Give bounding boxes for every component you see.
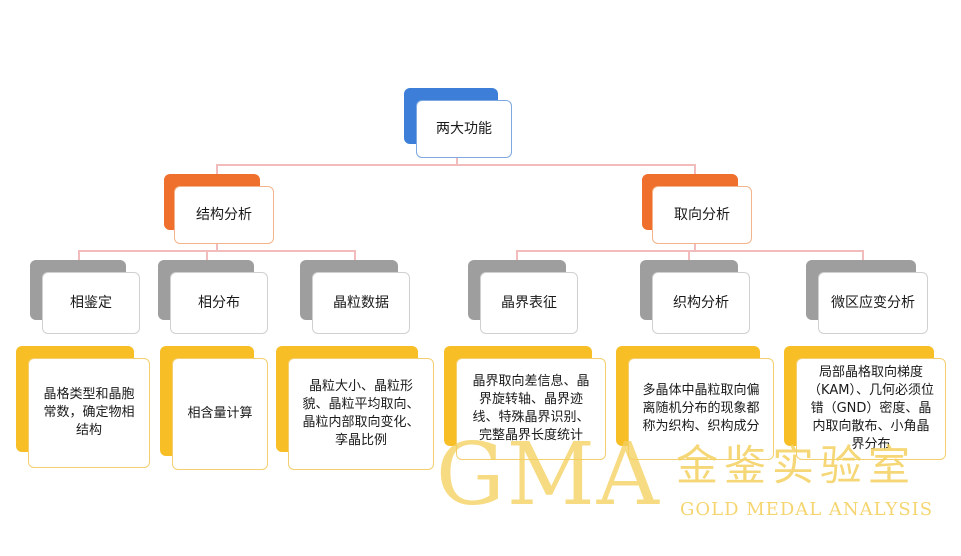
branch-node-structure-label: 结构分析	[196, 206, 252, 223]
desc-grain-data-text: 晶粒大小、晶粒形貌、晶粒平均取向、晶粒内部取向变化、孪晶比例	[302, 379, 420, 448]
connector-root-bar	[216, 164, 696, 166]
desc-box-texture-analysis-card: 多晶体中晶粒取向偏离随机分布的现象都称为织构、织构成分	[628, 358, 774, 460]
leaf-node-micro-strain-label: 微区应变分析	[831, 294, 915, 311]
connector-branch2-down	[694, 244, 696, 252]
leaf-node-phase-distribution-label: 相分布	[198, 294, 240, 311]
connector-branch2-up	[694, 164, 696, 176]
connector-leaf3-up	[354, 250, 356, 262]
connector-branch2-bar	[516, 250, 864, 252]
connector-root-down	[456, 158, 458, 166]
leaf-node-phase-distribution-card: 相分布	[170, 272, 268, 334]
watermark-chinese: 金鉴实验室	[676, 441, 917, 490]
desc-box-grain-boundary-card: 晶界取向差信息、晶界旋转轴、晶界迹线、特殊晶界识别、完整晶界长度统计	[456, 358, 606, 460]
desc-box-phase-distribution-card: 相含量计算	[172, 358, 268, 470]
desc-box-grain-data-card: 晶粒大小、晶粒形貌、晶粒平均取向、晶粒内部取向变化、孪晶比例	[288, 358, 434, 470]
connector-branch1-up	[216, 164, 218, 176]
desc-phase-identification-text: 晶格类型和晶胞常数，确定物相结构	[43, 387, 135, 438]
leaf-node-phase-identification-label: 相鉴定	[70, 294, 112, 311]
leaf-node-texture-analysis-card: 织构分析	[652, 272, 750, 334]
leaf-node-grain-data-label: 晶粒数据	[333, 294, 389, 311]
connector-leaf1-up	[78, 250, 80, 262]
watermark-latin: GMA	[436, 425, 661, 525]
root-node-card: 两大功能	[416, 100, 512, 158]
connector-branch1-down	[216, 244, 218, 252]
root-node-label: 两大功能	[436, 120, 492, 137]
desc-micro-strain-text: 局部晶格取向梯度（KAM）、几何必须位错（GND）密度、晶内取向散布、小角晶界分…	[808, 365, 934, 452]
desc-texture-analysis-text: 多晶体中晶粒取向偏离随机分布的现象都称为织构、织构成分	[642, 383, 760, 434]
leaf-node-grain-boundary-card: 晶界表征	[480, 272, 578, 334]
leaf-node-micro-strain-card: 微区应变分析	[818, 272, 928, 334]
branch-node-orientation-label: 取向分析	[674, 206, 730, 223]
branch-node-structure-card: 结构分析	[174, 186, 274, 244]
watermark-english: GOLD MEDAL ANALYSIS	[680, 499, 934, 520]
connector-leaf5-up	[688, 250, 690, 262]
desc-box-micro-strain-card: 局部晶格取向梯度（KAM）、几何必须位错（GND）密度、晶内取向散布、小角晶界分…	[796, 358, 946, 460]
leaf-node-phase-identification-card: 相鉴定	[42, 272, 140, 334]
branch-node-orientation-card: 取向分析	[652, 186, 752, 244]
desc-phase-distribution-text: 相含量计算	[187, 406, 253, 421]
leaf-node-texture-analysis-label: 织构分析	[673, 294, 729, 311]
desc-grain-boundary-text: 晶界取向差信息、晶界旋转轴、晶界迹线、特殊晶界识别、完整晶界长度统计	[472, 374, 590, 443]
connector-leaf2-up	[206, 250, 208, 262]
leaf-node-grain-boundary-label: 晶界表征	[501, 294, 557, 311]
leaf-node-grain-data-card: 晶粒数据	[312, 272, 410, 334]
connector-branch1-bar	[78, 250, 356, 252]
connector-leaf4-up	[516, 250, 518, 262]
desc-box-phase-identification-card: 晶格类型和晶胞常数，确定物相结构	[28, 358, 150, 468]
connector-leaf6-up	[862, 250, 864, 262]
